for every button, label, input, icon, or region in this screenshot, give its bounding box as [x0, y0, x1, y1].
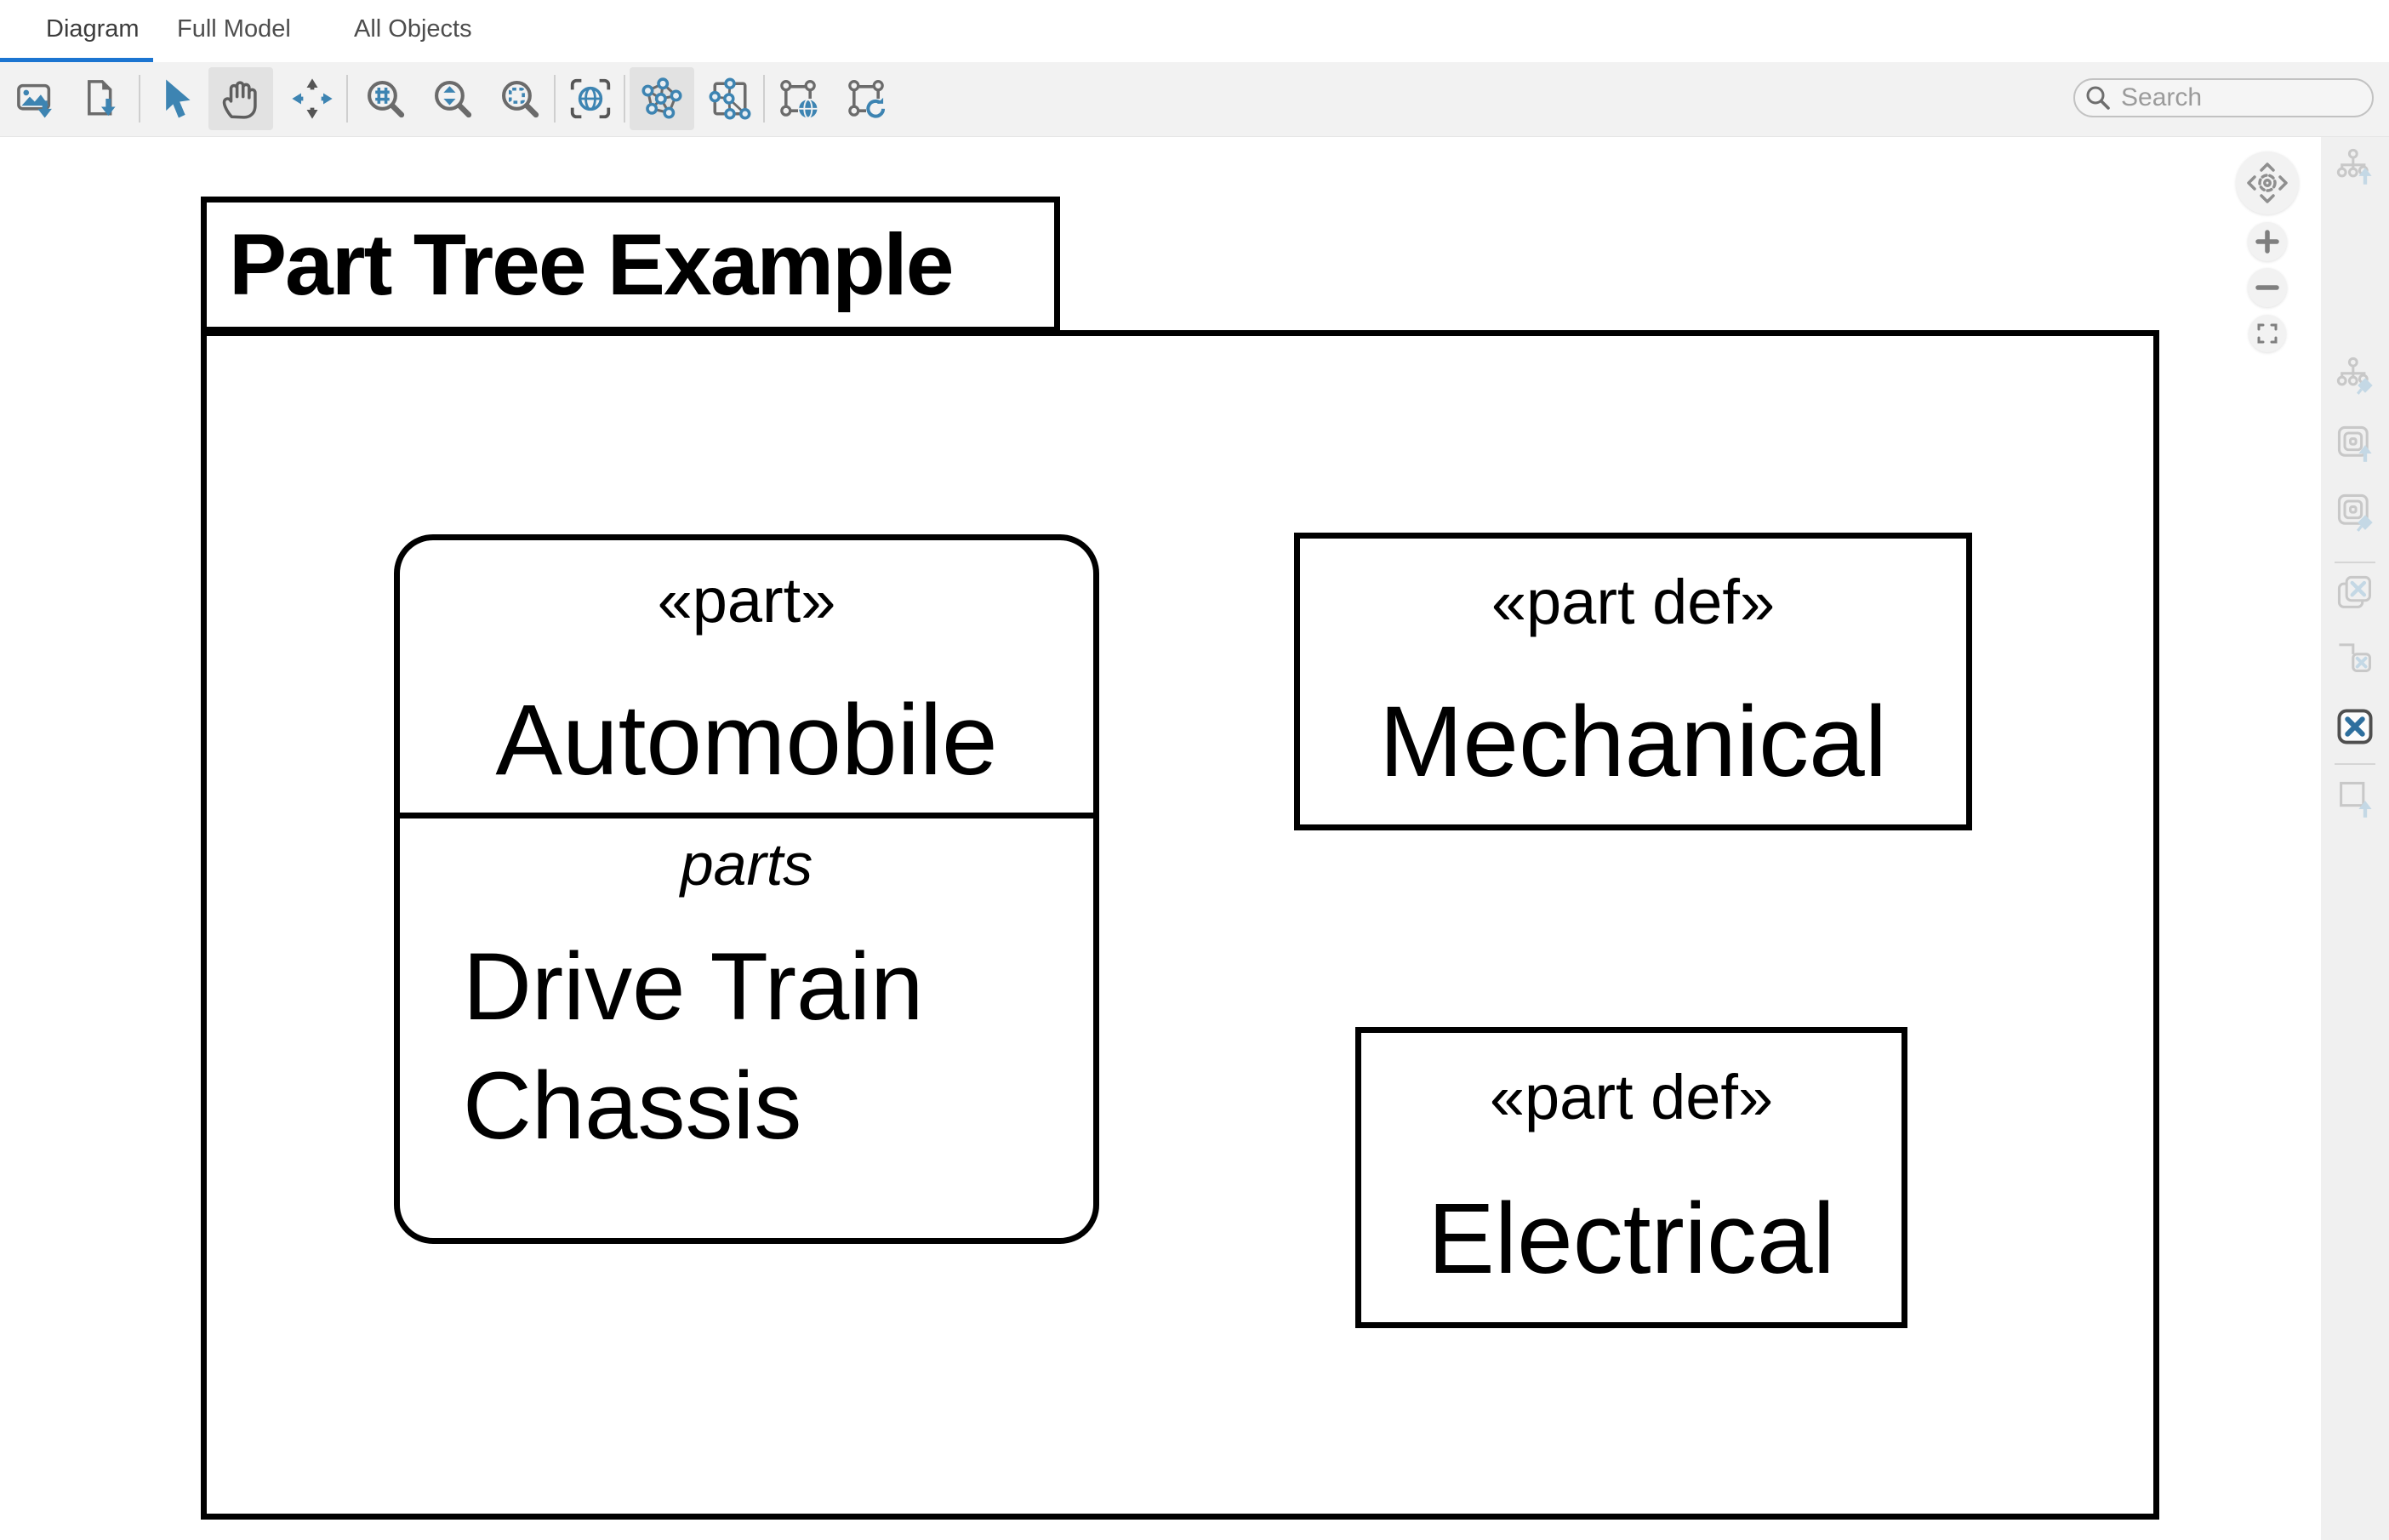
add-frame-button[interactable] — [2331, 775, 2379, 823]
graph-refresh-icon — [848, 80, 886, 118]
stereotype-label: «part» — [657, 565, 836, 636]
pan-pad-icon — [2247, 163, 2288, 203]
pan-control-pad[interactable] — [2236, 151, 2299, 214]
zoom-fit-width-button[interactable] — [353, 67, 418, 130]
hand-icon — [222, 81, 257, 119]
diagram-title-box[interactable]: Part Tree Example — [201, 197, 1060, 333]
nested-squares-up-icon — [2337, 425, 2372, 462]
fullscreen-icon — [2257, 323, 2278, 344]
active-tab-indicator — [0, 58, 153, 62]
remove-connected-button[interactable] — [2331, 632, 2379, 680]
fit-diagram-button[interactable] — [558, 67, 623, 130]
layout-globe-button[interactable] — [766, 67, 830, 130]
remove-selected-button[interactable] — [2331, 703, 2379, 750]
tab-all-objects[interactable]: All Objects — [354, 15, 472, 43]
tree-pin-icon — [2336, 356, 2373, 395]
part-item[interactable]: Drive Train — [463, 933, 924, 1040]
search-input[interactable] — [2119, 83, 2344, 113]
toolbar-separator — [346, 75, 348, 123]
toolbar-separator — [554, 75, 556, 123]
copies-x-icon — [2337, 575, 2371, 608]
node-name: Mechanical — [1379, 686, 1887, 798]
tab-bar: Diagram Full Model All Objects — [0, 0, 2389, 62]
fit-screen-button[interactable] — [2249, 315, 2286, 352]
toolbar-separator — [763, 75, 765, 123]
layout-refresh-button[interactable] — [834, 67, 898, 130]
stereotype-label: «part def» — [1489, 1062, 1774, 1132]
pin-container-button[interactable] — [2331, 488, 2379, 535]
export-file-icon — [88, 80, 116, 117]
expand-container-button[interactable] — [2331, 419, 2379, 467]
side-panel — [2321, 137, 2389, 1540]
parts-compartment: parts Drive Train Chassis — [400, 818, 1093, 1166]
move-icon — [292, 78, 333, 119]
node-mechanical[interactable]: «part def» Mechanical — [1294, 533, 1972, 830]
toolbar-separator — [139, 75, 140, 123]
zoom-in-button[interactable] — [2248, 222, 2287, 261]
node-header: «part def» Electrical — [1361, 1033, 1902, 1322]
zoom-selection-icon — [502, 81, 539, 118]
remove-copies-button[interactable] — [2331, 569, 2379, 617]
node-header: «part» Automobile — [400, 540, 1093, 818]
x-square-icon — [2337, 709, 2373, 744]
node-name: Electrical — [1428, 1183, 1835, 1295]
zoom-fit-height-button[interactable] — [420, 67, 485, 130]
node-header: «part def» Mechanical — [1300, 539, 1966, 824]
layout-grid-button[interactable] — [698, 67, 762, 130]
search-box[interactable] — [2073, 78, 2374, 117]
side-panel-separator — [2335, 562, 2375, 563]
part-item[interactable]: Chassis — [463, 1052, 802, 1159]
graph-globe-icon — [780, 80, 818, 119]
minus-icon — [2255, 285, 2279, 290]
search-icon — [2086, 86, 2110, 110]
cursor-icon — [166, 79, 191, 118]
export-image-icon — [17, 83, 52, 118]
graph-box-icon — [709, 77, 751, 120]
zoom-vertical-icon — [435, 81, 472, 118]
zoom-out-button[interactable] — [2248, 268, 2287, 307]
globe-brackets-icon — [570, 78, 611, 119]
graph-cluster-icon — [641, 77, 682, 119]
zoom-grid-icon — [368, 81, 405, 118]
tab-diagram[interactable]: Diagram — [46, 15, 140, 43]
export-file-button[interactable] — [69, 67, 134, 130]
pin-tree-button[interactable] — [2331, 351, 2379, 399]
side-panel-separator — [2335, 763, 2375, 765]
move-tool-button[interactable] — [280, 67, 345, 130]
expand-tree-button[interactable] — [2331, 143, 2379, 191]
tab-full-model[interactable]: Full Model — [177, 15, 291, 43]
pan-tool-button[interactable] — [208, 67, 273, 130]
node-automobile[interactable]: «part» Automobile parts Drive Train Chas… — [394, 534, 1099, 1244]
stereotype-label: «part def» — [1491, 567, 1776, 637]
connector-x-icon — [2339, 643, 2371, 672]
export-image-button[interactable] — [3, 67, 68, 130]
node-electrical[interactable]: «part def» Electrical — [1355, 1027, 1907, 1328]
node-name: Automobile — [495, 684, 998, 796]
diagram-title: Part Tree Example — [229, 215, 954, 313]
compartment-label: parts — [680, 831, 813, 898]
square-up-icon — [2340, 781, 2372, 818]
tree-up-icon — [2336, 148, 2372, 185]
select-tool-button[interactable] — [144, 67, 208, 130]
layout-cluster-button[interactable] — [630, 67, 694, 130]
toolbar-separator — [624, 75, 625, 123]
nested-squares-pin-icon — [2337, 493, 2373, 532]
plus-icon — [2255, 230, 2279, 254]
diagram-toolbar — [0, 62, 2389, 137]
zoom-to-selection-button[interactable] — [487, 67, 552, 130]
